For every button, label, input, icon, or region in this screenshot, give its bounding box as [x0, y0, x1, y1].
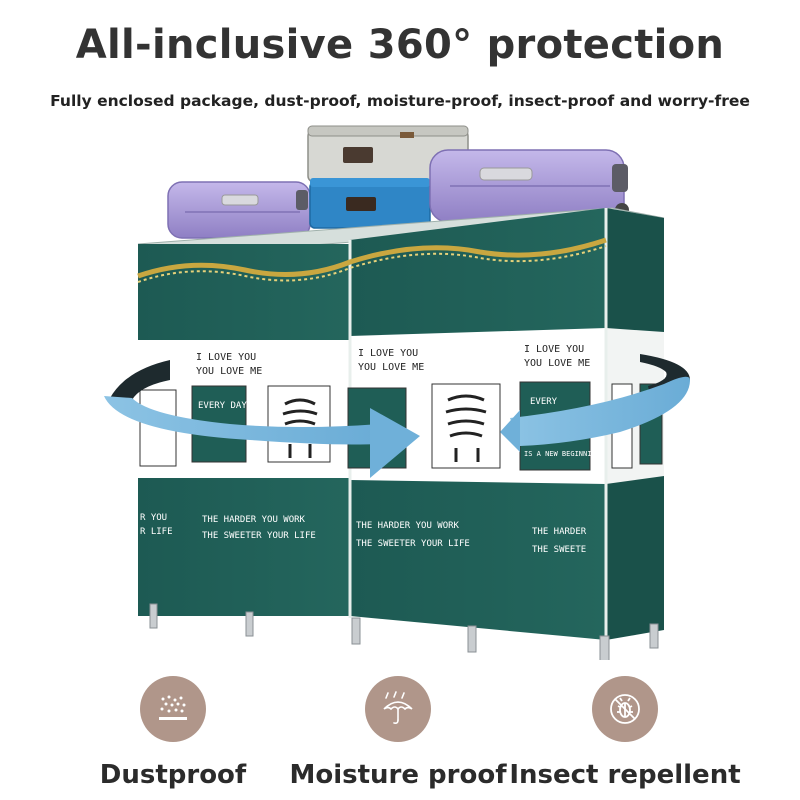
rotation-arrow — [104, 354, 690, 478]
zebra-print-2 — [431, 383, 501, 469]
print-love-line1-right: I LOVE YOU — [524, 344, 584, 355]
card-text-right-2: IS A NEW BEGINNING — [524, 450, 600, 458]
edge-line1: R YOU — [140, 513, 167, 523]
print-love-line1-left: I LOVE YOU — [196, 352, 256, 363]
page-title: All-inclusive 360° protection — [75, 22, 725, 68]
card-text-right: EVERY — [530, 397, 558, 407]
right-suitcase — [429, 149, 629, 223]
edge-line2: R LIFE — [140, 527, 173, 537]
gold-trim — [137, 237, 607, 279]
side-line2: THE SWEETE — [532, 545, 586, 555]
feature-label: Moisture proof — [289, 760, 507, 790]
left-suitcase — [167, 181, 311, 239]
side-line1: THE HARDER — [532, 527, 587, 537]
bottom-line1-left: THE HARDER YOU WORK — [202, 515, 306, 525]
dust-icon — [140, 676, 206, 742]
feature-list: Dustproof Moisture proof — [0, 676, 800, 800]
print-love-line2-left: YOU LOVE ME — [196, 366, 262, 377]
no-bug-icon — [592, 676, 658, 742]
feature-dustproof: Dustproof — [43, 676, 303, 790]
feature-insect-repellent: Insect repellent — [495, 676, 755, 790]
print-love-line2-right: YOU LOVE ME — [524, 358, 590, 369]
feature-label: Insect repellent — [509, 760, 741, 790]
bottom-line1-mid: THE HARDER YOU WORK — [356, 521, 460, 531]
bottom-line2-left: THE SWEETER YOUR LIFE — [202, 531, 316, 541]
feature-label: Dustproof — [99, 760, 247, 790]
print-love-line2-mid: YOU LOVE ME — [358, 362, 424, 373]
feature-moisture-proof: Moisture proof — [268, 676, 528, 790]
umbrella-rain-icon — [365, 676, 431, 742]
wardrobe-illustration: I LOVE YOU YOU LOVE ME I LOVE YOU YOU LO… — [104, 125, 690, 665]
zebra-print — [267, 385, 331, 463]
card-text-left: EVERY DAY — [198, 401, 247, 411]
product-scene: I LOVE YOU YOU LOVE ME I LOVE YOU YOU LO… — [0, 118, 800, 665]
page-subtitle: Fully enclosed package, dust-proof, mois… — [50, 92, 750, 110]
bottom-line2-mid: THE SWEETER YOUR LIFE — [356, 539, 470, 549]
print-love-line1-mid: I LOVE YOU — [358, 348, 418, 359]
